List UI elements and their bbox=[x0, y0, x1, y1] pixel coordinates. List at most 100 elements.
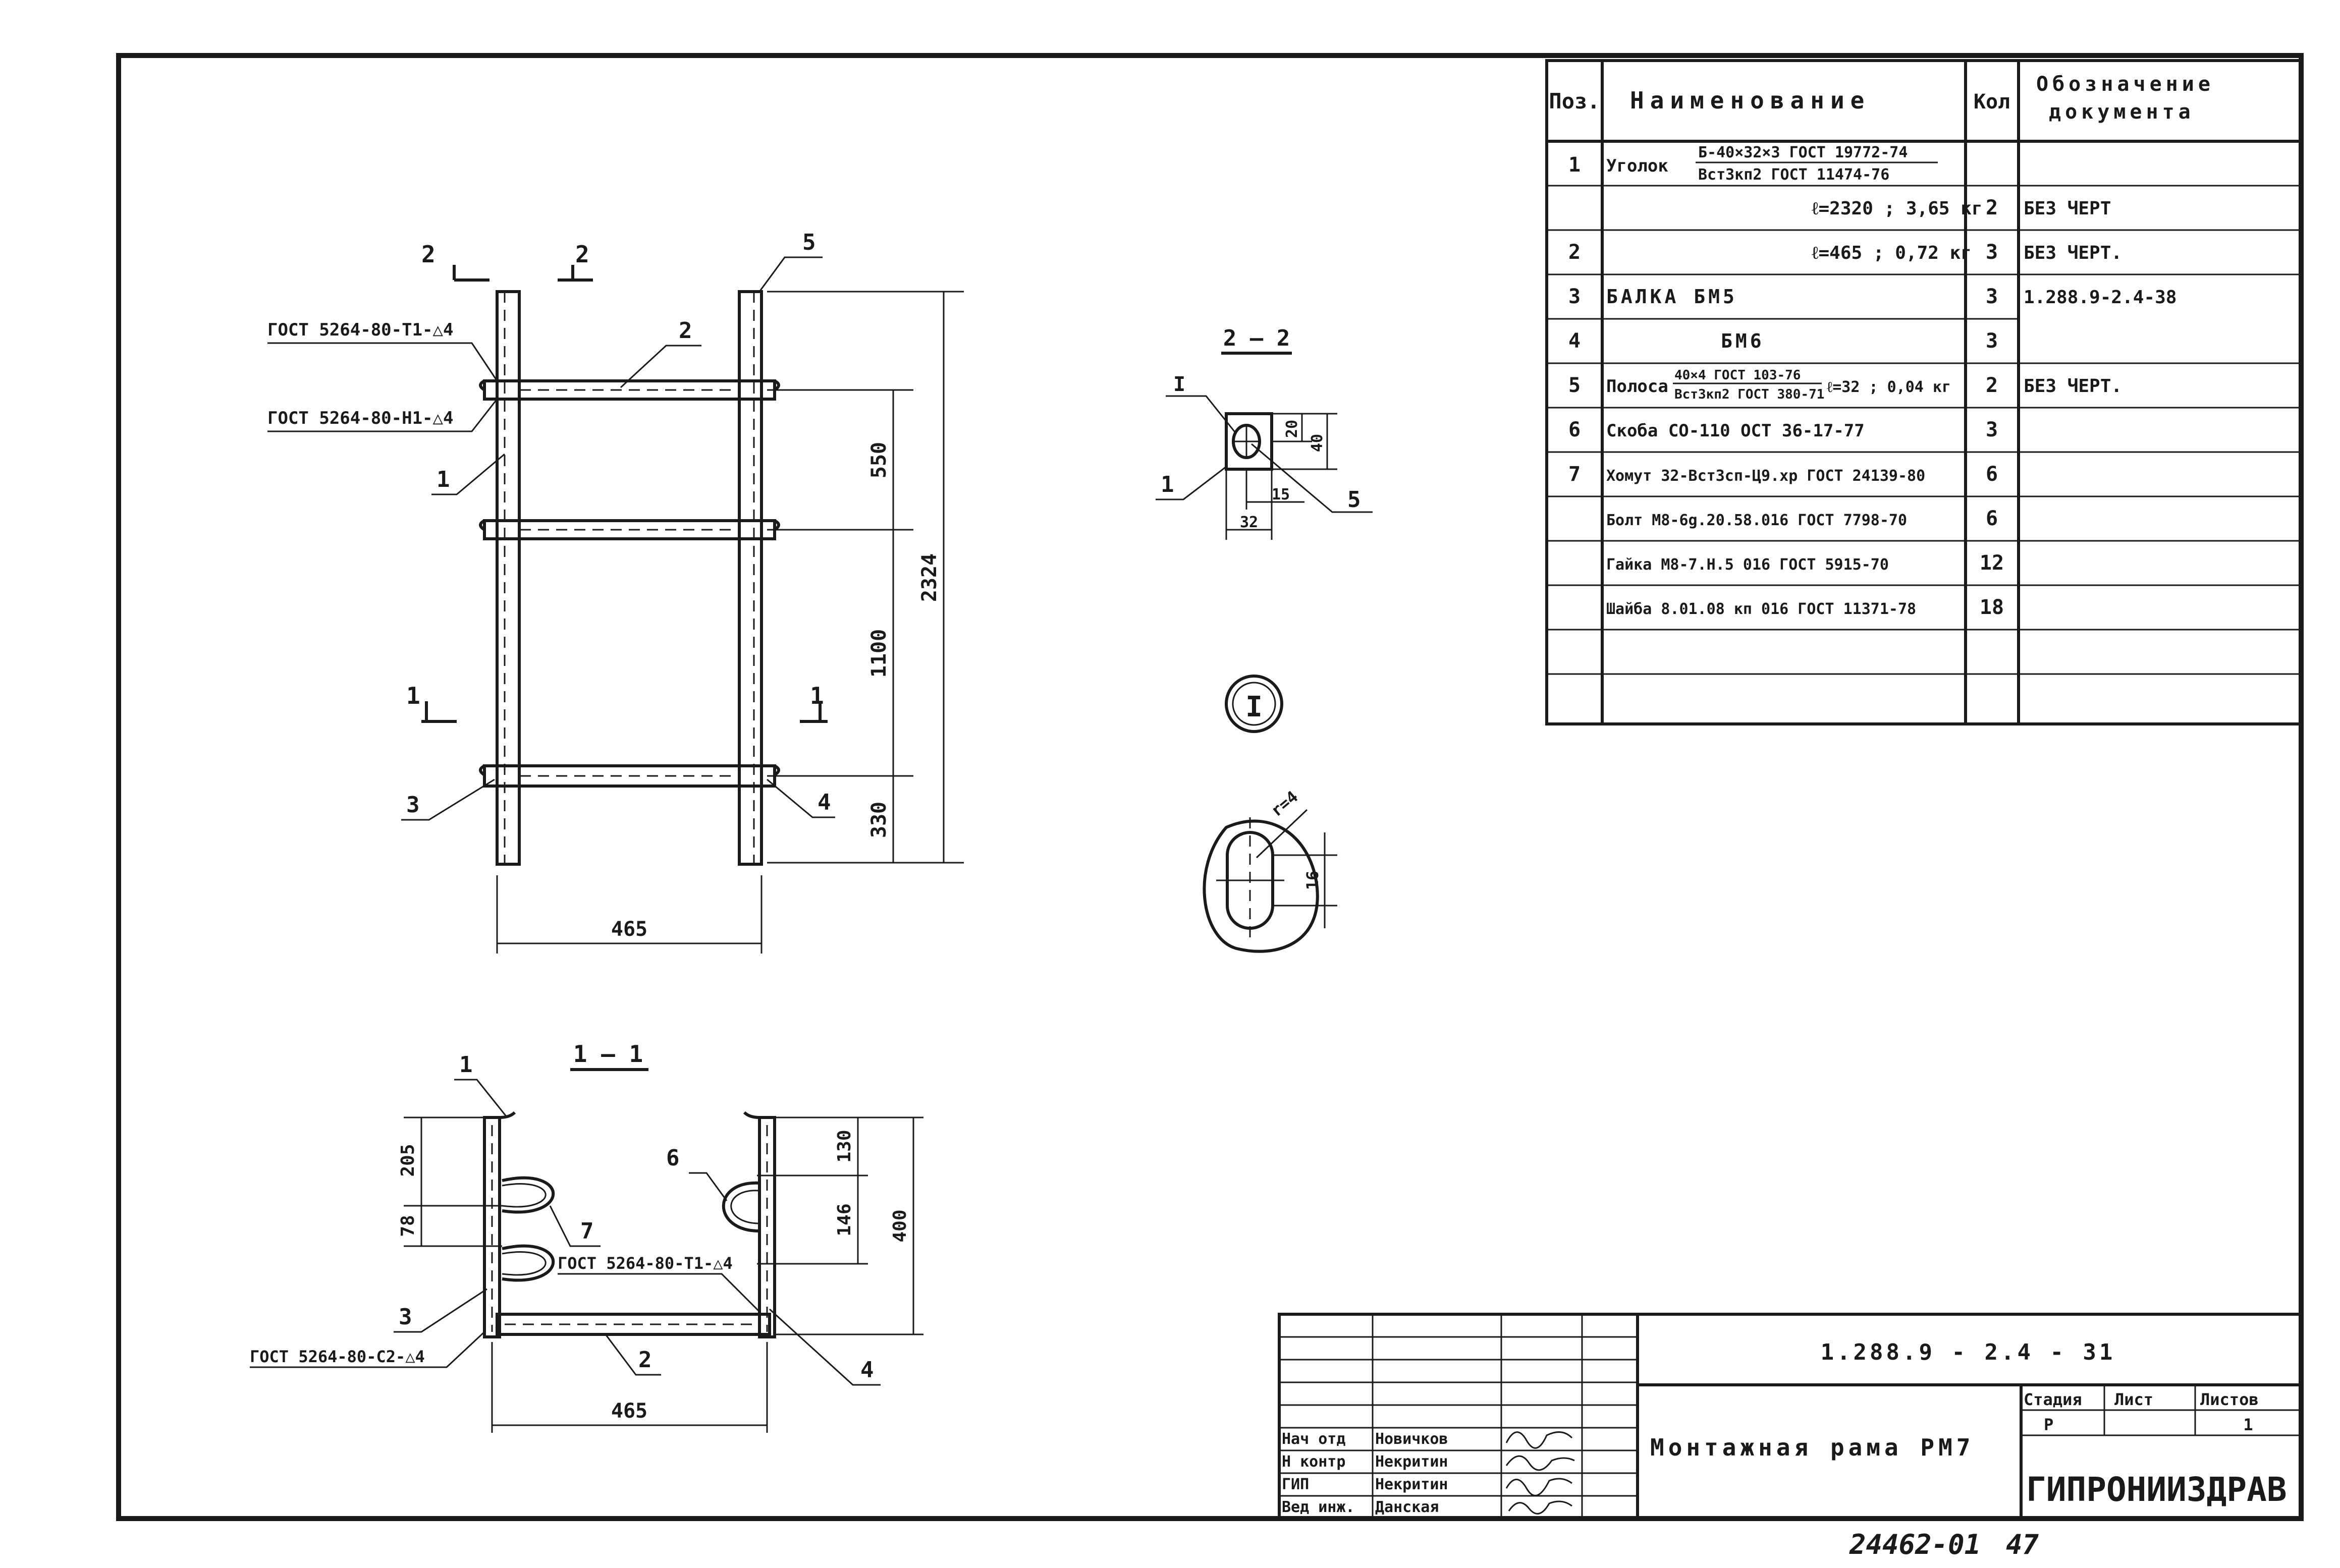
section-2-2-mark-I: I bbox=[1173, 373, 1185, 396]
section-1-1-dim-146: 146 bbox=[834, 1203, 855, 1236]
row1b-name: ℓ=2320 ; 3,65 кг bbox=[1812, 198, 1983, 219]
section-1-1-dim-78: 78 bbox=[398, 1215, 418, 1237]
row6-pos: 6 bbox=[1568, 418, 1581, 441]
row2-qty: 3 bbox=[1986, 241, 1998, 264]
row2-pos: 2 bbox=[1568, 241, 1581, 264]
section-1-1-callout-3: 3 bbox=[399, 1304, 412, 1330]
row4-qty: 3 bbox=[1986, 329, 1998, 353]
row5-name-prefix: Полоса bbox=[1606, 376, 1668, 397]
dim-330: 330 bbox=[867, 802, 891, 838]
front-section-2-left: 2 bbox=[421, 241, 436, 268]
hdr-doc-1: Обозначение bbox=[2036, 73, 2214, 96]
title-block-sheets-value: 1 bbox=[2243, 1415, 2253, 1434]
detail-I: I r=4 16 bbox=[1203, 675, 1337, 953]
signature-scribble bbox=[1505, 1431, 1573, 1449]
front-section-1-left: 1 bbox=[406, 682, 420, 709]
section-2-2-dim-40: 40 bbox=[1309, 434, 1326, 452]
signature-scribble bbox=[1505, 1478, 1572, 1496]
front-callout-1: 1 bbox=[437, 467, 450, 492]
section-1-1-callout-6: 6 bbox=[666, 1145, 680, 1171]
row6-qty: 3 bbox=[1986, 418, 1998, 441]
front-view: 2 2 1 1 ГОСТ 5264-80-Т1-△4 ГОСТ 5264-80-… bbox=[267, 230, 964, 954]
section-2-2-callout-5: 5 bbox=[1347, 487, 1361, 513]
section-1-1-dim-205: 205 bbox=[398, 1144, 418, 1177]
row-washer-qty: 18 bbox=[1980, 596, 2004, 619]
row-washer-name: Шайба 8.01.08 кп 016 ГОСТ 11371-78 bbox=[1606, 600, 1916, 618]
sig-name-0: Новичков bbox=[1375, 1430, 1448, 1448]
drawing-frame bbox=[116, 53, 2304, 1521]
front-callout-3: 3 bbox=[406, 792, 420, 818]
section-1-1: 1 — 1 1 7 6 3 2 4 ГОСТ 5264-80 bbox=[250, 1040, 923, 1433]
front-callout-2: 2 bbox=[679, 318, 692, 344]
front-section-1-right: 1 bbox=[810, 682, 824, 709]
section-2-2-dim-20: 20 bbox=[1283, 420, 1301, 438]
footer-page: 47 bbox=[2006, 1529, 2039, 1560]
row3-qty: 3 bbox=[1986, 285, 1998, 308]
row3-name: БАЛКА БМ5 bbox=[1606, 286, 1737, 308]
row5-qty: 2 bbox=[1986, 374, 1998, 397]
dim-550: 550 bbox=[867, 442, 891, 478]
row-bolt-name: Болт М8-6g.20.58.016 ГОСТ 7798-70 bbox=[1606, 512, 1907, 529]
title-block-sheet-label: Лист bbox=[2114, 1390, 2153, 1409]
section-1-1-title: 1 — 1 bbox=[573, 1040, 643, 1068]
section-2-2-title: 2 — 2 bbox=[1223, 325, 1290, 351]
footer-inventory: 24462-01 bbox=[1849, 1529, 1981, 1560]
row3-doc: 1.288.9-2.4-38 bbox=[2024, 287, 2176, 308]
section-1-1-callout-1: 1 bbox=[459, 1052, 473, 1078]
sig-role-2: ГИП bbox=[1282, 1476, 1309, 1493]
row1-name-num: Б-40×32×3 ГОСТ 19772-74 bbox=[1698, 144, 1908, 161]
spec-table: Поз. Наименование Кол Обозначение докуме… bbox=[1545, 59, 2303, 725]
sig-role-3: Вед инж. bbox=[1282, 1498, 1355, 1516]
row-nut-qty: 12 bbox=[1980, 551, 2004, 575]
row7-name: Хомут 32-Вст3сп-Ц9.хр ГОСТ 24139-80 bbox=[1606, 467, 1925, 485]
row5-name-num: 40×4 ГОСТ 103-76 bbox=[1674, 368, 1801, 383]
sig-name-3: Данская bbox=[1375, 1498, 1439, 1516]
front-callout-5: 5 bbox=[802, 230, 816, 255]
front-callout-4: 4 bbox=[818, 790, 831, 815]
detail-I-dim-16: 16 bbox=[1303, 871, 1322, 890]
row1b-qty: 2 bbox=[1986, 196, 1998, 219]
title-block-sheets-label: Листов bbox=[2200, 1390, 2259, 1409]
dim-465-front: 465 bbox=[611, 918, 647, 941]
section-2-2: 2 — 2 I 1 5 20 40 15 32 bbox=[1156, 325, 1373, 540]
row1-name-prefix: Уголок bbox=[1606, 156, 1668, 176]
row1-pos: 1 bbox=[1568, 153, 1581, 177]
row5-doc: БЕЗ ЧЕРТ. bbox=[2024, 376, 2122, 397]
title-block-title: Монтажная рама РМ7 bbox=[1650, 1434, 1975, 1461]
section-1-1-callout-7: 7 bbox=[580, 1218, 594, 1244]
hdr-doc-2: документа bbox=[2049, 100, 2195, 124]
section-1-1-weld-outer: ГОСТ 5264-80-С2-△4 bbox=[250, 1347, 425, 1366]
section-1-1-dim-130: 130 bbox=[834, 1130, 855, 1162]
hdr-name: Наименование bbox=[1630, 87, 1870, 114]
title-block: 1.288.9 - 2.4 - 31 Монтажная рама РМ7 Ст… bbox=[1278, 1313, 2303, 1520]
row6-name: Скоба СО-110 ОСТ 36-17-77 bbox=[1606, 421, 1865, 441]
hdr-pos: Поз. bbox=[1549, 89, 1600, 114]
section-1-1-callout-2: 2 bbox=[638, 1347, 652, 1373]
row1-name-den: Вст3кп2 ГОСТ 11474-76 bbox=[1698, 166, 1889, 184]
dim-2324: 2324 bbox=[918, 553, 941, 602]
title-block-doc-code: 1.288.9 - 2.4 - 31 bbox=[1821, 1339, 2116, 1365]
hdr-qty: Кол bbox=[1974, 90, 2010, 114]
row7-qty: 6 bbox=[1986, 463, 1998, 486]
detail-I-mark: I bbox=[1245, 691, 1263, 723]
row5-name-den: Вст3кп2 ГОСТ 380-71 bbox=[1674, 387, 1824, 402]
row-nut-name: Гайка М8-7.Н.5 016 ГОСТ 5915-70 bbox=[1606, 556, 1889, 574]
sig-name-2: Некритин bbox=[1375, 1476, 1448, 1493]
row7-pos: 7 bbox=[1568, 463, 1581, 486]
section-2-2-callout-1: 1 bbox=[1161, 472, 1174, 497]
row2-doc: БЕЗ ЧЕРТ. bbox=[2024, 243, 2122, 263]
title-block-org: ГИПРОНИИЗДРАВ bbox=[2026, 1470, 2287, 1509]
row4-name: БМ6 bbox=[1721, 330, 1765, 352]
row3-pos: 3 bbox=[1568, 285, 1581, 308]
section-1-1-dim-400: 400 bbox=[890, 1209, 910, 1242]
sig-name-1: Некритин bbox=[1375, 1453, 1448, 1471]
section-2-2-dim-15: 15 bbox=[1272, 486, 1290, 503]
sig-role-0: Нач отд bbox=[1282, 1430, 1345, 1448]
section-2-2-dim-32: 32 bbox=[1240, 514, 1258, 531]
row5-pos: 5 bbox=[1568, 374, 1581, 397]
row1b-doc: БЕЗ ЧЕРТ bbox=[2024, 198, 2111, 219]
weld-h1-label: ГОСТ 5264-80-Н1-△4 bbox=[267, 408, 453, 428]
weld-t1-label: ГОСТ 5264-80-Т1-△4 bbox=[267, 320, 453, 340]
front-section-2-right: 2 bbox=[575, 241, 589, 268]
